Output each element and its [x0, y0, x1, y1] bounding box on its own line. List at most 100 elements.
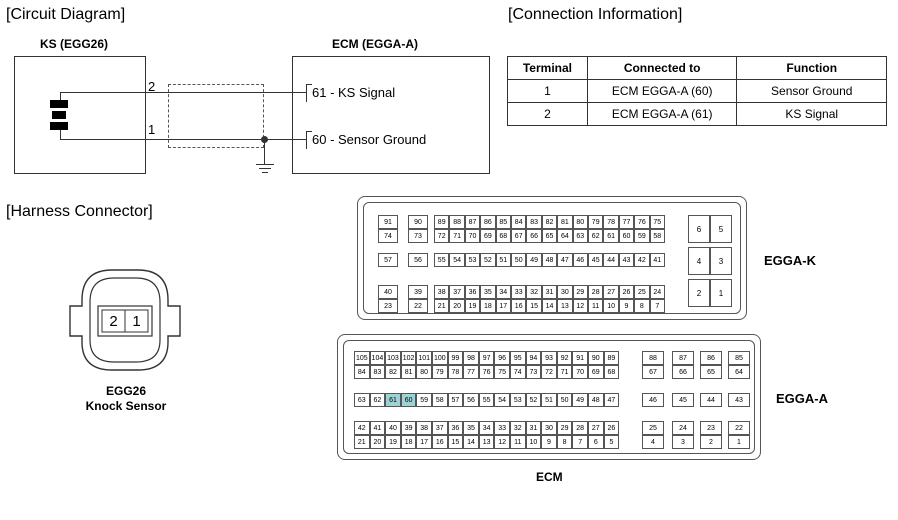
connector-pin: 101 — [416, 351, 432, 365]
connector-pin: 96 — [494, 351, 510, 365]
table-header: Function — [736, 56, 887, 80]
ks-component-box — [14, 56, 146, 174]
connector-pin: 15 — [526, 299, 542, 313]
connector-pin: 8 — [634, 299, 650, 313]
connector-outline-icon — [69, 269, 181, 371]
connector-pin: 97 — [478, 351, 495, 365]
connector-pin: 41 — [369, 421, 386, 435]
connector-pin: 74 — [378, 229, 398, 243]
connector-pin: 53 — [510, 393, 526, 407]
connector-pin: 26 — [603, 421, 620, 435]
connector-pin: 54 — [494, 393, 510, 407]
knock-sensor-pin-1: 1 — [132, 313, 141, 330]
shield-ground-wire — [264, 139, 266, 165]
connector-pin: 38 — [416, 421, 432, 435]
connector-pin: 6 — [588, 435, 604, 449]
connector-pin: 4 — [688, 247, 710, 275]
connector-pin: 59 — [416, 393, 432, 407]
connector-pin: 47 — [557, 253, 573, 267]
connector-pin: 43 — [618, 253, 635, 267]
connector-pin: 75 — [649, 215, 665, 229]
connector-pin: 72 — [434, 229, 450, 243]
table-cell: 1 — [507, 79, 588, 103]
connector-pin: 5 — [710, 215, 732, 243]
connector-pin: 100 — [432, 351, 448, 365]
connector-pin: 7 — [572, 435, 588, 449]
connector-pin: 92 — [556, 351, 573, 365]
connector-pin: 19 — [464, 299, 481, 313]
connector-pin: 23 — [378, 299, 398, 313]
ks-pin-1-label: 1 — [148, 122, 156, 137]
connector-pin: 14 — [541, 299, 558, 313]
connector-pin: 52 — [525, 393, 542, 407]
connector-pin: 81 — [557, 215, 573, 229]
connector-pin: 44 — [603, 253, 619, 267]
connector-pin: 38 — [434, 285, 450, 299]
connector-pin: 12 — [494, 435, 510, 449]
connector-pin: 76 — [634, 215, 650, 229]
connector-pin: 47 — [603, 393, 620, 407]
connector-pin: 62 — [588, 229, 604, 243]
connector-pin: 22 — [728, 421, 750, 435]
connector-pin: 86 — [480, 215, 496, 229]
connector-pin: 27 — [588, 421, 604, 435]
connector-pin: 10 — [525, 435, 542, 449]
connector-pin: 40 — [385, 421, 401, 435]
connector-pin: 102 — [400, 351, 417, 365]
connector-pin: 82 — [385, 365, 401, 379]
connector-pin: 68 — [603, 365, 620, 379]
connector-pin: 30 — [557, 285, 573, 299]
connector-pin: 26 — [618, 285, 635, 299]
knock-sensor-name: Knock Sensor — [85, 399, 167, 413]
connector-pin: 62 — [369, 393, 386, 407]
connector-pin: 13 — [478, 435, 495, 449]
connector-pin: 59 — [634, 229, 650, 243]
connector-pin: 48 — [588, 393, 604, 407]
connector-pin: 68 — [495, 229, 511, 243]
connector-pin: 7 — [649, 299, 665, 313]
connector-pin: 70 — [464, 229, 481, 243]
connector-pin: 80 — [572, 215, 588, 229]
connector-pin: 86 — [700, 351, 722, 365]
knock-sensor-connector: 2 1 — [64, 262, 186, 382]
connector-pin: 55 — [434, 253, 450, 267]
connector-pin: 10 — [603, 299, 619, 313]
table-header: Connected to — [586, 56, 738, 80]
connector-pin: 88 — [642, 351, 664, 365]
connector-pin: 105 — [354, 351, 370, 365]
connector-pin: 14 — [463, 435, 479, 449]
connector-pin: 22 — [408, 299, 428, 313]
connector-pin: 79 — [432, 365, 448, 379]
connector-pin: 21 — [434, 299, 450, 313]
connector-pin: 37 — [432, 421, 448, 435]
cable-shield — [168, 84, 264, 148]
connector-pin: 17 — [416, 435, 432, 449]
connector-pin: 16 — [511, 299, 527, 313]
connector-pin: 33 — [511, 285, 527, 299]
connector-pin: 40 — [378, 285, 398, 299]
table-header-row: Terminal Connected to Function — [507, 56, 887, 80]
connector-pin: 50 — [511, 253, 527, 267]
connector-pin: 57 — [447, 393, 464, 407]
connector-pin: 43 — [728, 393, 750, 407]
connector-pin: 56 — [408, 253, 428, 267]
wire-sensor-ground — [60, 139, 306, 141]
connector-pin: 90 — [588, 351, 604, 365]
connector-pin: 52 — [480, 253, 496, 267]
connector-pin: 32 — [510, 421, 526, 435]
connector-pin: 56 — [463, 393, 479, 407]
ecm-pin-60-label: 60 - Sensor Ground — [312, 132, 427, 147]
wire-ks-signal — [60, 92, 306, 94]
connector-pin: 31 — [541, 285, 558, 299]
connector-pin: 88 — [449, 215, 465, 229]
connector-pin: 63 — [354, 393, 370, 407]
connector-pin: 11 — [510, 435, 526, 449]
connector-pin: 91 — [378, 215, 398, 229]
egga-k-label: EGGA-K — [764, 253, 816, 268]
table-cell: ECM EGGA-A (60) — [586, 79, 738, 103]
connector-pin: 36 — [464, 285, 481, 299]
